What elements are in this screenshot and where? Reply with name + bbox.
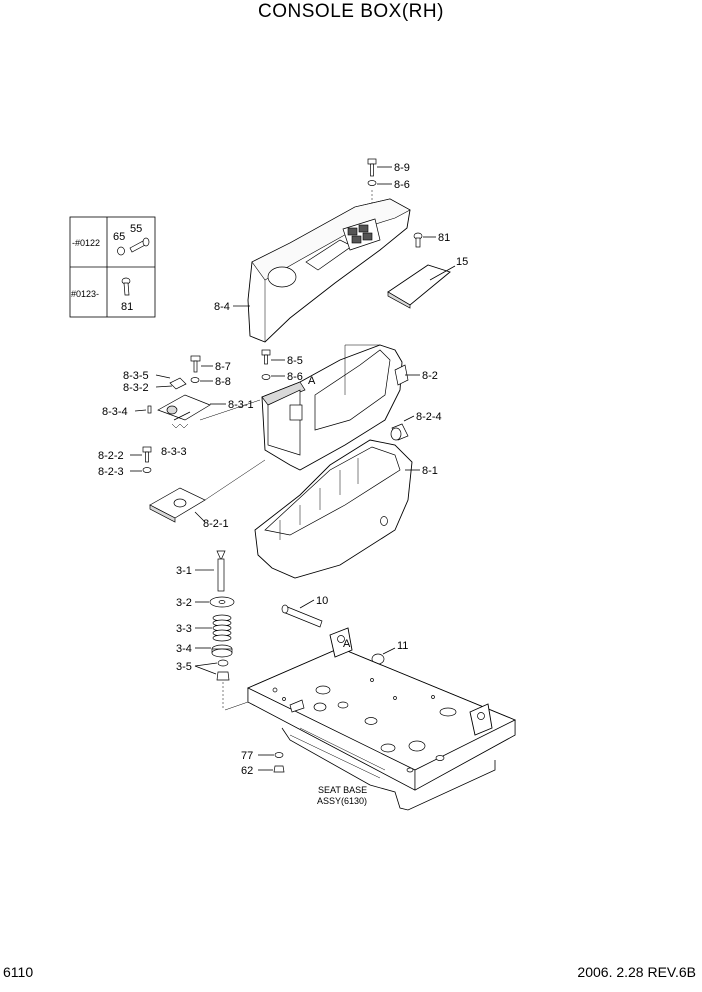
serial-table: -#0122 #0123- 65 55 81 <box>69 216 156 318</box>
callout-8-3-3: 8-3-3 <box>161 446 187 458</box>
washer-icon <box>142 467 152 473</box>
callout-8-2-1: 8-2-1 <box>203 518 229 530</box>
seat-base-label-2: ASSY(6130) <box>317 796 367 806</box>
callout-8-7: 8-7 <box>215 361 231 373</box>
bolt-3-1 <box>195 550 226 592</box>
clip-11 <box>371 647 396 665</box>
washer-icon <box>274 752 284 758</box>
screw-8-9 <box>367 158 392 205</box>
washer-icon <box>261 374 271 380</box>
callout-8-1: 8-1 <box>422 465 438 477</box>
callout-8-6-mid: 8-6 <box>287 371 303 383</box>
spring-3-3 <box>195 614 232 642</box>
callout-8-6-top: 8-6 <box>394 179 410 191</box>
callout-8-3-1: 8-3-1 <box>228 399 254 411</box>
frame-8-2 <box>261 344 409 471</box>
callout-A-base: A <box>343 638 351 650</box>
callout-3-1: 3-1 <box>176 565 192 577</box>
serial-part-81: 81 <box>121 301 133 313</box>
callout-3-5: 3-5 <box>176 661 192 673</box>
serial-range-2: #0123- <box>71 289 99 299</box>
callout-62: 62 <box>241 765 253 777</box>
callout-3-4: 3-4 <box>176 643 192 655</box>
washer-icon <box>190 377 200 383</box>
nut-3-5 <box>194 659 230 710</box>
serial-part-55: 55 <box>130 223 142 235</box>
callout-8-2-3: 8-2-3 <box>98 466 124 478</box>
callout-11: 11 <box>397 640 408 652</box>
serial-part-65: 65 <box>113 231 125 243</box>
seat-3-4 <box>195 644 233 658</box>
callout-8-2-4: 8-2-4 <box>416 411 442 423</box>
screw-8-7 <box>190 355 213 383</box>
pin-10 <box>281 599 323 628</box>
serial-range-1: -#0122 <box>72 238 100 248</box>
callout-8-3-2: 8-3-2 <box>123 382 149 394</box>
nut-icon <box>273 765 285 773</box>
callout-8-8: 8-8 <box>215 376 231 388</box>
callout-8-4: 8-4 <box>214 301 230 313</box>
callout-A-frame: A <box>308 375 316 387</box>
bracket-8-2-1 <box>149 487 206 523</box>
bracket-8-3 <box>134 374 226 429</box>
screw-8-5 <box>261 349 285 380</box>
console-cover-8-4 <box>247 198 411 343</box>
callout-8-9: 8-9 <box>394 162 410 174</box>
washer-icon <box>367 180 377 186</box>
bolt-81 <box>413 232 436 248</box>
revision-date: 2006. 2.28 REV.6B <box>577 964 696 980</box>
callout-8-2: 8-2 <box>422 370 438 382</box>
page-title: CONSOLE BOX(RH) <box>258 1 444 22</box>
washer-icon <box>117 246 125 256</box>
bushing-8-2-4 <box>390 415 415 441</box>
seat-base-plate <box>224 627 516 811</box>
seat-base-label-1: SEAT BASE <box>318 785 367 795</box>
callout-15: 15 <box>456 256 468 268</box>
callout-8-2-2: 8-2-2 <box>98 450 124 462</box>
callout-8-5: 8-5 <box>287 355 303 367</box>
bolt-icon <box>121 277 131 296</box>
callout-81: 81 <box>438 232 450 244</box>
washer-3-2 <box>195 596 235 608</box>
callout-8-3-4: 8-3-4 <box>102 406 128 418</box>
callout-3-3: 3-3 <box>176 623 192 635</box>
callout-77: 77 <box>241 750 253 762</box>
callout-8-3-5: 8-3-5 <box>123 370 149 382</box>
box-8-1 <box>254 439 413 579</box>
screw-8-2-2 <box>130 446 152 473</box>
callout-3-2: 3-2 <box>176 597 192 609</box>
callout-10: 10 <box>316 595 328 607</box>
washer-77-62 <box>258 752 285 773</box>
bolt-icon <box>129 237 150 253</box>
lid-15 <box>387 264 456 309</box>
page-number: 6110 <box>3 964 34 980</box>
